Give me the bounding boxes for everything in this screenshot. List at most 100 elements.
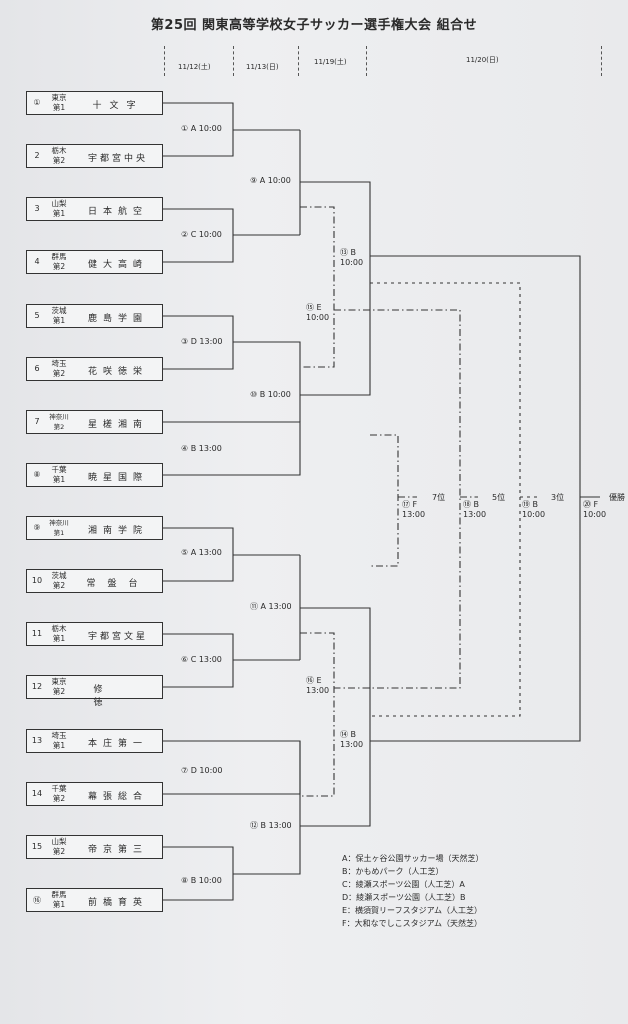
prefecture-name: 千葉 [51, 784, 67, 793]
seed-number: 12 [31, 682, 43, 691]
team-slot: ⑯ 群馬第1 前橋育英 [26, 888, 163, 912]
match-time: 10:00 [583, 510, 607, 519]
school-name: 帝京第三 [87, 845, 148, 855]
prefecture-name: 群馬 [51, 890, 67, 899]
date-divider [298, 46, 299, 76]
place-label-5th: 5位 [492, 493, 506, 502]
team-slot: ⑧ 千葉第1 暁星国際 [26, 463, 163, 487]
team-slot: 11 栃木第1 宇都宮文星 [26, 622, 163, 646]
team-slot: 15 山梨第2 帝京第三 [26, 835, 163, 859]
date-divider [366, 46, 367, 76]
prefecture-rank: 第1 [52, 316, 66, 325]
team-slot: 5 茨城第1 鹿島学園 [26, 304, 163, 328]
seed-number: ⑨ [33, 523, 41, 532]
match-number: ⑬ B [340, 248, 357, 257]
prefecture-name: 山梨 [51, 837, 67, 846]
place-label-winner: 優勝 [609, 493, 625, 502]
school-name: 常盤台 [86, 579, 150, 589]
prefecture-rank: 第1 [52, 634, 66, 643]
match-number: ⑱ B [463, 500, 480, 509]
match-label: ⑫ B 13:00 [250, 821, 292, 830]
prefecture-rank: 第2 [52, 794, 66, 803]
prefecture-rank: 第1 [52, 475, 66, 484]
prefecture-name: 山梨 [51, 199, 67, 208]
seed-number: 13 [31, 736, 43, 745]
match-number: ⑰ F [402, 500, 418, 509]
prefecture-name: 東京 [51, 93, 67, 102]
seed-number: 5 [34, 311, 40, 320]
prefecture-rank: 第1 [52, 741, 66, 750]
school-name: 鹿島学園 [87, 314, 148, 324]
match-label: ⑥ C 13:00 [181, 655, 222, 664]
prefecture: 神奈川第1 [44, 518, 74, 538]
seed-number: 3 [34, 204, 40, 213]
school-name: 星槎湘南 [87, 420, 148, 430]
school-name: 修徳 [93, 685, 143, 708]
date-label: 11/13(日) [246, 63, 279, 71]
prefecture-name: 茨城 [51, 571, 67, 580]
place-label-7th: 7位 [432, 493, 446, 502]
team-slot: 13 埼玉第1 本庄第一 [26, 729, 163, 753]
school-name: 湘南学院 [87, 526, 148, 536]
match-label: ⑦ D 10:00 [181, 766, 223, 775]
school-name: 花咲徳栄 [87, 367, 148, 377]
date-divider [601, 46, 602, 76]
seed-number: ⑧ [33, 470, 41, 479]
team-slot: ⑨ 神奈川第1 湘南学院 [26, 516, 163, 540]
school-name: 健大高崎 [87, 260, 148, 270]
prefecture: 山梨第2 [44, 837, 74, 857]
prefecture-name: 東京 [51, 677, 67, 686]
date-label: 11/12(土) [178, 63, 211, 71]
match-time: 13:00 [306, 686, 330, 695]
prefecture-name: 埼玉 [51, 731, 67, 740]
match-time: 13:00 [402, 510, 426, 519]
prefecture-rank: 第1 [52, 103, 66, 112]
prefecture-name: 栃木 [51, 624, 67, 633]
date-label: 11/19(土) [314, 58, 347, 66]
date-divider [233, 46, 234, 76]
match-label: ⑧ B 10:00 [181, 876, 222, 885]
prefecture-rank: 第2 [52, 156, 66, 165]
prefecture-rank: 第1 [52, 209, 66, 218]
team-slot: 12 東京第2 修徳 [26, 675, 163, 708]
seed-number: 15 [31, 842, 43, 851]
prefecture-rank: 第2 [52, 369, 66, 378]
prefecture-name: 埼玉 [51, 359, 67, 368]
venue-item: A：保土ヶ谷公園サッカー場（天然芝） [342, 854, 484, 863]
prefecture: 千葉第1 [44, 465, 74, 485]
match-time: 10:00 [522, 510, 546, 519]
school-name: 幕張総合 [87, 792, 148, 802]
prefecture: 埼玉第2 [44, 359, 74, 379]
team-slot: ① 東京第1 十文字 [26, 91, 163, 115]
match-label: ② C 10:00 [181, 230, 222, 239]
prefecture: 山梨第1 [44, 199, 74, 219]
prefecture-name: 千葉 [51, 465, 67, 474]
prefecture-rank: 第2 [53, 423, 65, 431]
match-number: ⑲ B [522, 500, 539, 509]
match-label: ⑤ A 13:00 [181, 548, 222, 557]
seed-number: 6 [34, 364, 40, 373]
team-slot: 3 山梨第1 日本航空 [26, 197, 163, 221]
prefecture-name: 神奈川 [49, 413, 69, 421]
prefecture: 埼玉第1 [44, 731, 74, 751]
team-slot: 4 群馬第2 健大高崎 [26, 250, 163, 274]
match-time: 13:00 [463, 510, 487, 519]
seed-number: ⑯ [33, 896, 41, 905]
prefecture: 群馬第2 [44, 252, 74, 272]
prefecture-name: 茨城 [51, 306, 67, 315]
prefecture: 群馬第1 [44, 890, 74, 910]
match-number: ⑳ F [583, 500, 599, 509]
prefecture: 栃木第1 [44, 624, 74, 644]
venue-item: B：かもめパーク（人工芝） [342, 867, 444, 876]
match-label: ① A 10:00 [181, 124, 222, 133]
seed-number: 10 [31, 576, 43, 585]
match-number: ⑯ E [306, 676, 322, 685]
